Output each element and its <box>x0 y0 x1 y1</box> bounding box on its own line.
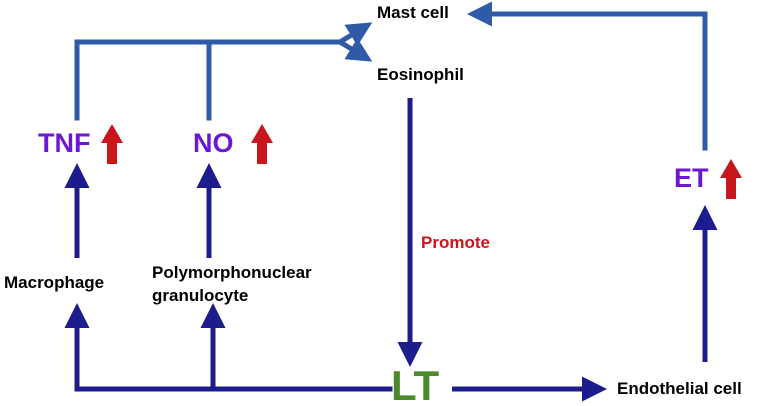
pmn-label-line2: granulocyte <box>152 286 249 305</box>
no-label: NO <box>193 128 234 158</box>
lt-label: LT <box>391 362 440 406</box>
tnf-label: TNF <box>38 128 91 158</box>
promote-edge-label: Promote <box>421 233 490 252</box>
endothelial-cell-label: Endothelial cell <box>617 379 742 398</box>
tnf-increase-icon <box>101 124 123 164</box>
mast-cell-label: Mast cell <box>377 3 449 22</box>
eosinophil-label: Eosinophil <box>377 65 464 84</box>
et-label: ET <box>674 163 709 193</box>
no-increase-icon <box>251 124 273 164</box>
arrow-to-mast-cell <box>338 22 373 47</box>
pmn-label-line1: Polymorphonuclear <box>152 263 312 282</box>
macrophage-label: Macrophage <box>4 273 105 292</box>
top-collector-connector <box>74 39 343 121</box>
arrow-to-eosinophil <box>338 37 373 62</box>
et-increase-icon <box>720 159 742 199</box>
